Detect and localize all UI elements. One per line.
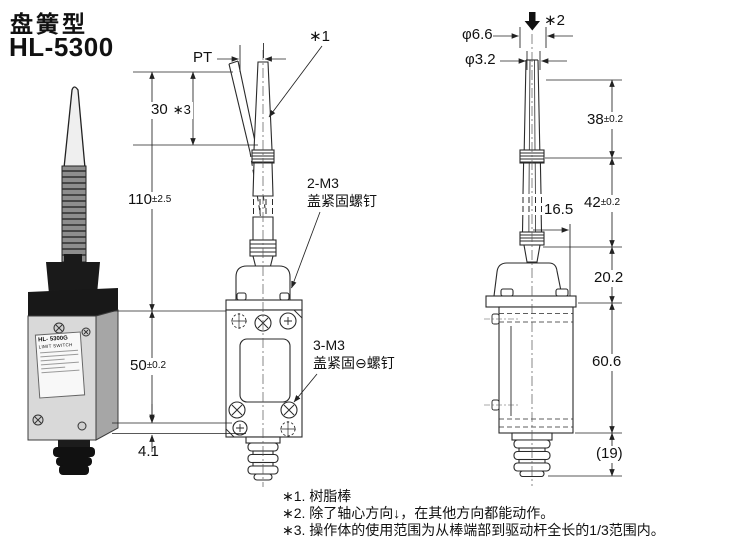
dim-42-label: 42±0.2	[582, 194, 623, 212]
switch-body-side	[498, 306, 574, 434]
dim-38-label: 38±0.2	[585, 111, 626, 129]
footnote-3: ∗3. 操作体的使用范围为从棒端部到驱动杆全长的1/3范围内。	[282, 522, 665, 538]
nameplate-line	[40, 358, 65, 362]
head-plate-side	[485, 295, 577, 308]
page-title: 盘簧型	[10, 11, 88, 37]
nameplate	[239, 338, 291, 403]
leader-3m3	[293, 373, 318, 403]
nameplate-line	[40, 353, 79, 358]
mounting-hole-top-left	[231, 313, 247, 329]
callout-3m3: 3-M3 盖紧固⊖螺钉	[313, 337, 395, 372]
dim-202-label: 20.2	[592, 269, 626, 287]
down-arrow-icon	[524, 12, 540, 31]
dim-165-label: 16.5	[542, 201, 576, 219]
side-view-drawing	[484, 59, 577, 478]
dim-4-1-label: 4.1	[138, 443, 159, 460]
dim-19-label: (19)	[594, 445, 625, 463]
cover-screw-bottom-left	[228, 401, 246, 419]
dim-606-label: 60.6	[590, 353, 624, 371]
callout-star1: ∗1	[309, 28, 330, 45]
nameplate-line	[41, 366, 66, 370]
front-view-dimensions	[112, 43, 323, 452]
leader-2m3	[291, 211, 321, 289]
callout-2m3: 2-M3 盖紧固螺钉	[307, 175, 377, 210]
footnote-2: ∗2. 除了轴心方向↓，在其他方向都能动作。	[282, 505, 555, 521]
nameplate-line	[41, 369, 80, 374]
callout-star2: ∗2	[544, 12, 565, 29]
leader-resin-rod	[268, 45, 323, 118]
front-view-drawing	[225, 60, 303, 481]
footnote-1: ∗1. 树脂棒	[282, 488, 352, 504]
dim-pt-label: PT	[193, 49, 213, 66]
dim-50-label: 50±0.2	[128, 357, 169, 375]
head-screw-bottom-left	[232, 420, 248, 436]
footnotes: ∗1. 树脂棒 ∗2. 除了轴心方向↓，在其他方向都能动作。 ∗3. 操作体的使…	[282, 488, 665, 539]
nameplate-line	[40, 361, 79, 366]
photo-illustration	[27, 86, 119, 475]
photo-nameplate: HL- 5300G LIMIT SWITCH	[34, 331, 86, 399]
dim-phi66-label: φ6.6	[462, 26, 493, 43]
dim-phi32-label: φ3.2	[465, 51, 496, 68]
dim-30-label: 30∗3	[149, 101, 193, 119]
head-plate	[225, 299, 303, 311]
head-dome-side	[493, 262, 563, 297]
nameplate-line	[40, 349, 79, 354]
mounting-hole-bottom-right	[280, 421, 296, 437]
model-number: HL-5300	[9, 32, 114, 62]
head-screw-top-right	[279, 312, 297, 330]
cover-screw-bottom-right	[280, 401, 298, 419]
dim-110-label: 110±2.5	[126, 191, 174, 209]
